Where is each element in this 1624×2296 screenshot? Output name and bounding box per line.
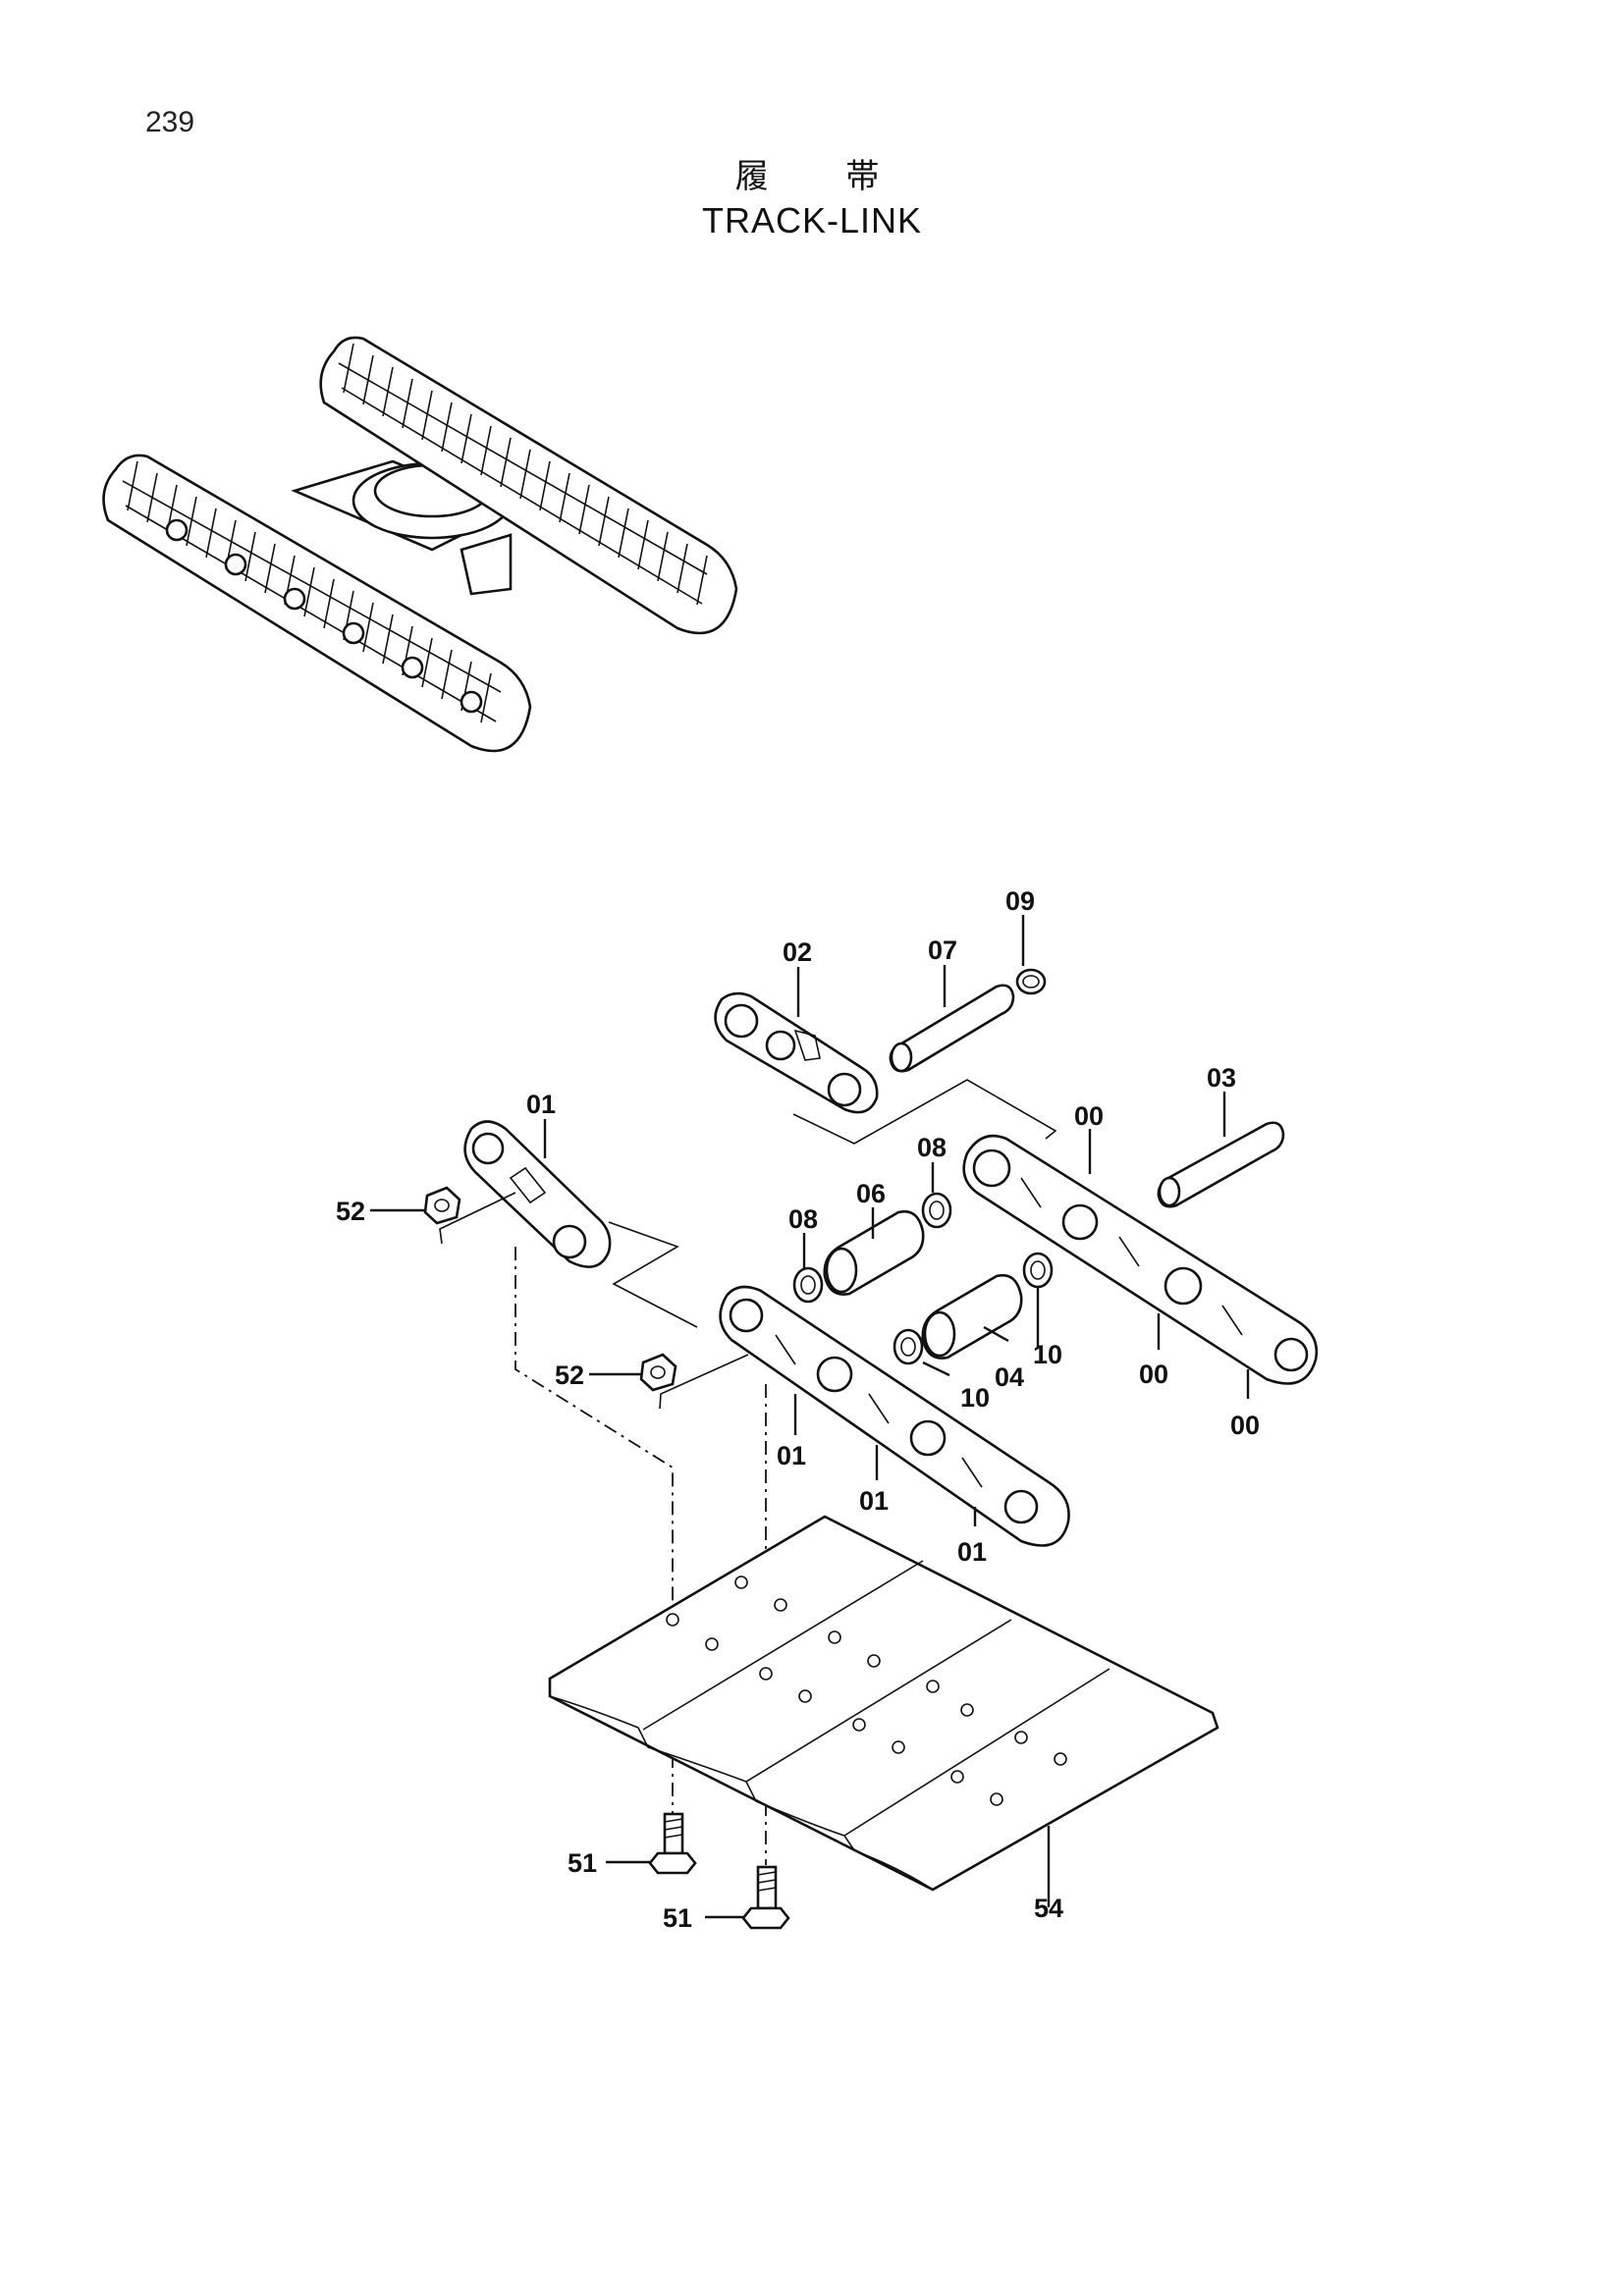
- callout-08-a: 08: [917, 1133, 947, 1162]
- part-51-bolt-right: [741, 1865, 790, 1930]
- callout-03: 03: [1207, 1063, 1236, 1093]
- lower-track-shoes: [127, 460, 492, 723]
- callout-01-top: 01: [526, 1090, 556, 1119]
- part-08-seal-lower: [792, 1266, 824, 1304]
- callout-10-a: 10: [1033, 1340, 1062, 1369]
- upper-track-shoes: [343, 343, 708, 606]
- callout-01-c: 01: [957, 1537, 987, 1567]
- part-52-nut-lower: [639, 1353, 677, 1392]
- callout-54: 54: [1034, 1894, 1063, 1923]
- callout-00-c: 00: [1230, 1411, 1260, 1440]
- part-07-pin: [889, 984, 1015, 1073]
- callout-labels: 09 07 02 03 01 00 08 06 08 52 52 10 04 1…: [336, 886, 1260, 1933]
- part-01-link-single: [463, 1120, 612, 1268]
- part-51-bolt-left: [648, 1812, 697, 1875]
- part-04-bushing: [921, 1273, 1023, 1360]
- callout-00-a: 00: [1074, 1101, 1104, 1131]
- callout-07: 07: [928, 935, 957, 965]
- callout-06: 06: [856, 1179, 886, 1208]
- callout-04: 04: [995, 1362, 1024, 1392]
- track-shoe-bolt-holes: [666, 1575, 1067, 1806]
- callout-00-b: 00: [1139, 1360, 1168, 1389]
- lower-track: [102, 454, 532, 753]
- callout-08-b: 08: [788, 1204, 818, 1234]
- part-10-seal-right: [1022, 1252, 1054, 1289]
- part-02-link: [714, 991, 879, 1114]
- callout-51-a: 51: [568, 1848, 597, 1878]
- upper-track: [319, 336, 738, 635]
- callout-09: 09: [1005, 886, 1035, 916]
- callout-02: 02: [783, 937, 812, 967]
- lower-track-rollers: [165, 518, 483, 714]
- undercarriage-illustration: [102, 336, 738, 753]
- leader-lines: [370, 915, 1250, 1919]
- part-00-link-chain: [962, 1134, 1319, 1385]
- part-01-link-chain: [719, 1285, 1070, 1547]
- callout-51-b: 51: [663, 1903, 692, 1933]
- title-english: TRACK-LINK: [701, 200, 923, 240]
- part-10-seal-left: [893, 1328, 924, 1365]
- callout-52-b: 52: [555, 1361, 584, 1390]
- page-number: 239: [145, 106, 195, 138]
- callout-52-a: 52: [336, 1197, 365, 1226]
- part-08-seal-upper: [921, 1192, 952, 1229]
- part-52-nut-upper: [423, 1186, 461, 1225]
- callout-01-b: 01: [859, 1486, 889, 1516]
- callout-01-a: 01: [777, 1441, 806, 1470]
- part-54-track-shoe: [548, 1515, 1219, 1892]
- part-03-pin: [1157, 1121, 1285, 1208]
- part-09-snap-ring: [1015, 968, 1047, 995]
- part-06-bushing: [823, 1209, 925, 1296]
- title-japanese: 履 帯: [734, 157, 913, 196]
- callout-10-b: 10: [960, 1383, 990, 1413]
